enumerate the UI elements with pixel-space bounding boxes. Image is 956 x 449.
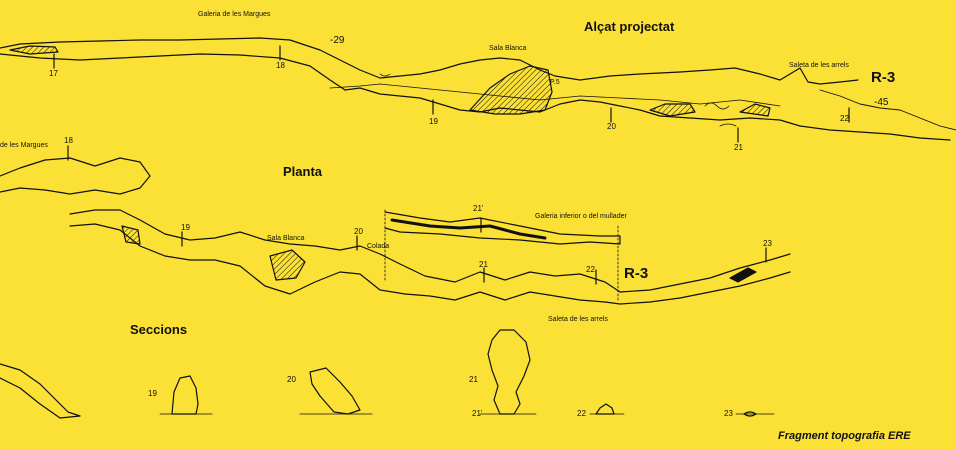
section-19 [172, 376, 198, 414]
elevation-station-21: 21 [734, 143, 743, 152]
plan-label-galeria-margues: de les Margues [0, 142, 48, 149]
elevation-station-22: 22 [840, 114, 849, 123]
plan-station-18: 18 [64, 136, 73, 145]
elevation-blocks [380, 74, 736, 126]
section-label-23: 23 [724, 409, 733, 418]
plan-station-21-prime: 21' [473, 204, 484, 213]
section-label-21: 21 [469, 375, 478, 384]
elevation-deposit-right [740, 104, 770, 116]
plan-sala-blanca-deposit [270, 250, 305, 280]
section-label-19: 19 [148, 389, 157, 398]
plan-deposit-left [122, 226, 140, 244]
plan-gallery-connector [385, 210, 618, 300]
elevation-deep-wall [820, 90, 956, 130]
section-slope-left [0, 364, 80, 418]
elevation-station-18: 18 [276, 61, 285, 70]
elevation-inner-line [330, 84, 780, 106]
plan-label-sala-blanca: Sala Blanca [267, 235, 305, 242]
elevation-label-sala-blanca: Sala Blanca [489, 45, 527, 52]
elevation-title: Alçat projectat [584, 19, 675, 34]
plan-title: Planta [283, 164, 323, 179]
elevation-label-r3: R-3 [871, 69, 896, 86]
plan-station-19: 19 [181, 223, 190, 232]
section-label-21-prime: 21' [472, 409, 483, 418]
plan-station-21: 21 [479, 260, 488, 269]
elevation-deposit-left [10, 46, 58, 54]
elevation-label-galeria-margues: Galeria de les Margues [198, 11, 271, 18]
plan-label-colada: Colada [367, 243, 390, 250]
plan-station-23: 23 [763, 239, 772, 248]
section-22 [596, 404, 614, 414]
sections-title: Seccions [130, 322, 188, 337]
section-20 [310, 368, 360, 414]
plan-main-gallery-lower [70, 224, 790, 304]
plan-main-gallery [70, 210, 790, 292]
elevation-label-saleta-arrels: Saleta de les arrels [789, 62, 849, 69]
plan-label-r3: R-3 [624, 265, 649, 282]
elevation-deposit-mid [650, 104, 695, 116]
elevation-station-20: 20 [607, 122, 616, 131]
elevation-profile [0, 38, 956, 142]
cross-sections [0, 330, 774, 418]
elevation-depth-29: -29 [330, 35, 345, 46]
plan-station-20: 20 [354, 227, 363, 236]
elevation-sala-blanca-deposit [470, 66, 552, 114]
section-21 [488, 330, 530, 414]
elevation-station-19: 19 [429, 117, 438, 126]
section-label-22: 22 [577, 409, 586, 418]
plan-label-galeria-inferior: Galeria inferior o del mullader [535, 213, 627, 220]
elevation-ceiling [0, 38, 858, 84]
plan-view [0, 146, 790, 304]
plan-deposit-right [730, 268, 756, 282]
plan-label-saleta-arrels: Saleta de les arrels [548, 316, 608, 323]
elevation-label-p5: P.5 [550, 79, 560, 86]
plan-lower-gallery-outline [385, 212, 620, 244]
elevation-station-17: 17 [49, 69, 58, 78]
plan-upper-gallery [0, 158, 150, 194]
section-label-20: 20 [287, 375, 296, 384]
elevation-depth-45: -45 [874, 97, 889, 108]
plan-lower-gallery-ink [392, 220, 545, 238]
credit-caption: Fragment topografia ERE [778, 430, 911, 442]
plan-station-22: 22 [586, 265, 595, 274]
